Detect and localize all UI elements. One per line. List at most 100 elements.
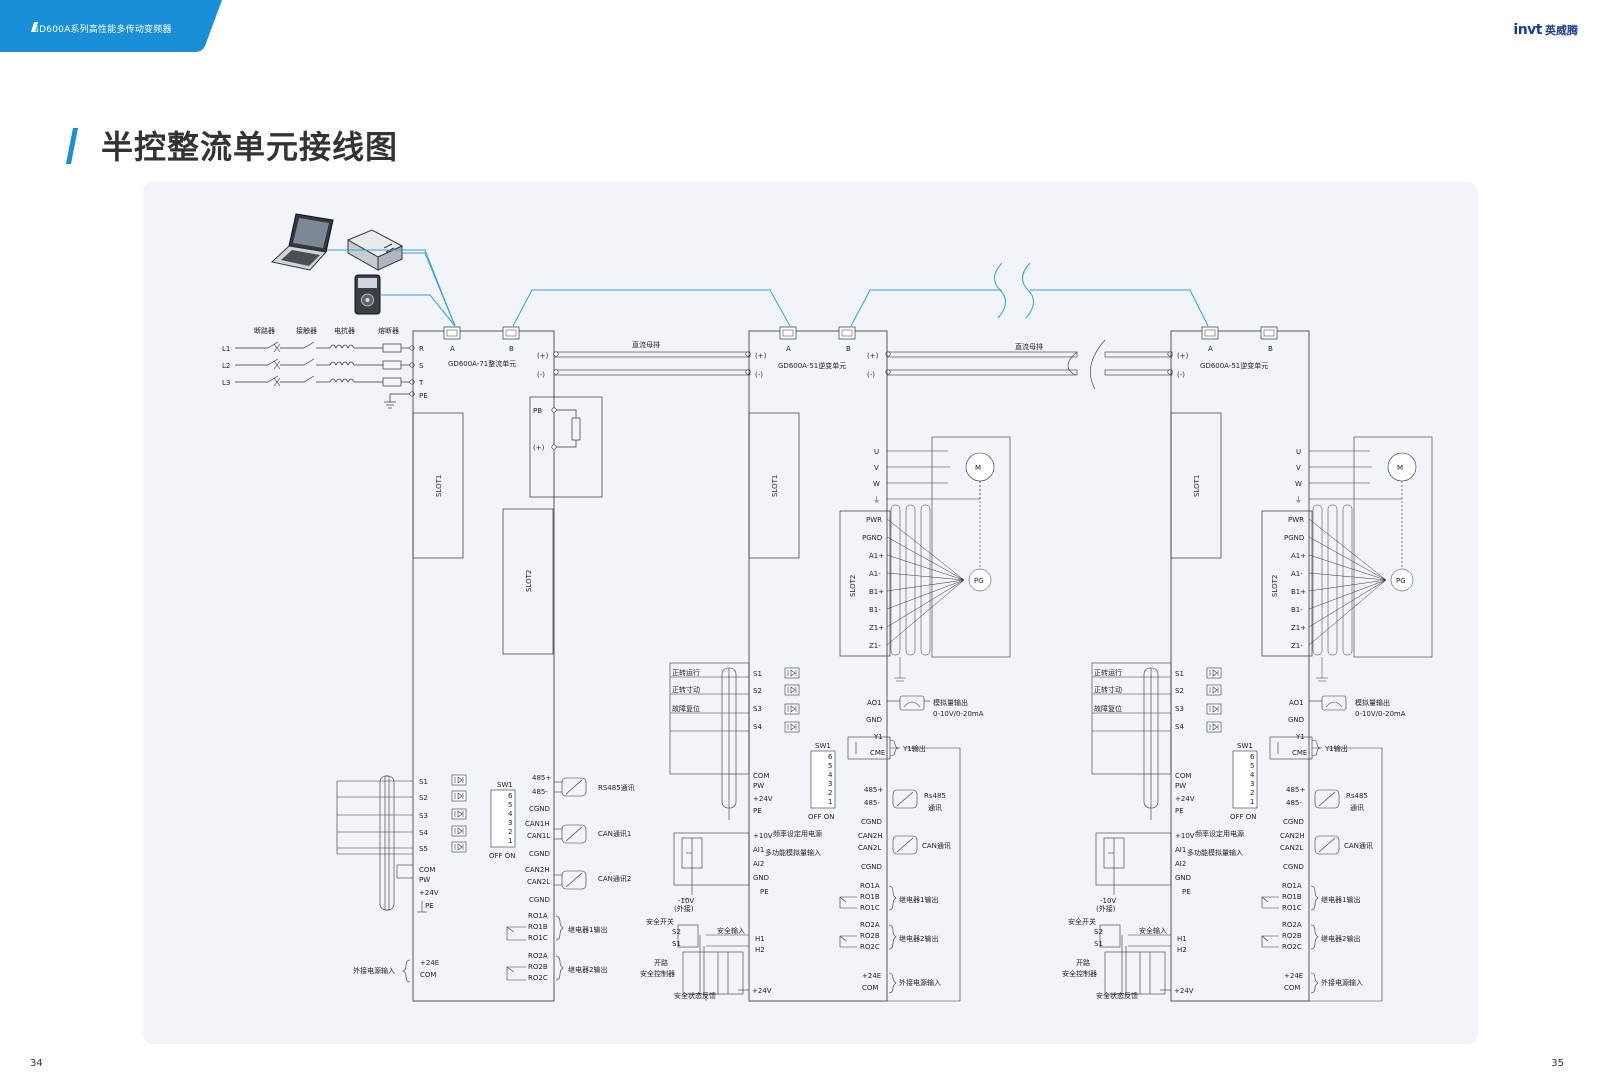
inv2-gnd: ⏚	[1295, 496, 1302, 504]
inv1-s3: S3	[753, 705, 762, 713]
inv1-y1-label: Y1输出	[902, 744, 926, 753]
inv1-ro2a: RO2A	[860, 921, 880, 929]
rect-ro1b: RO1B	[528, 923, 548, 931]
inv2-can2l: CAN2L	[1280, 844, 1303, 852]
inv2-h2: H2	[1177, 946, 1187, 954]
rect-relay2-label: 继电器2输出	[568, 965, 607, 974]
inv1-safety-feedback: 安全状态反馈	[674, 991, 716, 1000]
inv2-ro2b: RO2B	[1282, 932, 1302, 940]
inv2-24e: +24E	[1284, 972, 1303, 980]
inv1-sw-1: 1	[828, 798, 832, 806]
inv1-bus-minus-l: (-)	[755, 371, 763, 379]
rect-sw-title: SW1	[497, 781, 513, 789]
inv1-relay1-label: 继电器1输出	[899, 895, 938, 904]
inv2-cgnd2: CGND	[1283, 863, 1304, 871]
inv1-neg10: -10V	[678, 897, 694, 905]
inv1-can-label: CAN通讯	[922, 841, 951, 850]
inv2-a1n: A1-	[1291, 570, 1303, 578]
inv1-z1n: Z1-	[869, 642, 881, 650]
inv1-a1p: A1+	[869, 552, 884, 560]
term-pe: PE	[419, 392, 428, 400]
phase-l3: L3	[222, 379, 230, 387]
inv1-gnd: ⏚	[873, 496, 880, 504]
bus-label-1: 直流母排	[632, 340, 660, 349]
brand-logo: invt	[1513, 22, 1542, 38]
inv2-neg10-sub: (外接)	[1096, 904, 1116, 913]
inv1-rs485-label: Rs485	[924, 792, 946, 800]
rect-ro2a: RO2A	[528, 952, 548, 960]
rect-di-s3: S3	[419, 812, 428, 820]
inv2-z1n: Z1-	[1291, 642, 1303, 650]
inv1-safety-s2: S2	[672, 928, 681, 936]
inverter-unit-2: A B GD600A-51逆变单元 (+) (-) SLOT1 U V W ⏚ …	[1062, 326, 1433, 1002]
rect-di: S1 S2 S3 S4 S5 COM PW +24V PE	[336, 774, 467, 913]
inv2-port-a: A	[1208, 345, 1213, 353]
phase-l2: L2	[222, 362, 230, 370]
inv2-ai1: AI1	[1175, 846, 1186, 854]
inv2-pwr: PWR	[1288, 516, 1304, 524]
input-terminal-dots	[409, 345, 415, 397]
rect-rs485-label: RS485通讯	[598, 783, 635, 792]
inv2-relay2-label: 继电器2输出	[1321, 934, 1360, 943]
inv1-slot2: SLOT2	[849, 575, 857, 597]
inv1-safety-controller: 安全控制器	[640, 969, 675, 978]
inv1-sw-3: 3	[828, 780, 832, 788]
page-title: 半控整流单元接线图	[101, 128, 399, 166]
term-s: S	[419, 362, 424, 370]
inv2-rs485-label: Rs485	[1346, 792, 1368, 800]
inv1-s4: S4	[753, 723, 762, 731]
inv1-sw-2: 2	[828, 789, 832, 797]
inv2-s3: S3	[1175, 705, 1184, 713]
inv1-z1p: Z1+	[869, 624, 884, 632]
inv2-b1n: B1-	[1291, 606, 1303, 614]
header-tab-shape	[0, 0, 222, 52]
inv2-h1: H1	[1177, 935, 1187, 943]
rect-port-b: B	[509, 345, 514, 353]
inv1-bus-plus-r: (+)	[867, 352, 879, 360]
inv1-pwr: PWR	[866, 516, 882, 524]
inv1-pe: PE	[753, 807, 762, 815]
rect-sw-3: 3	[508, 819, 512, 827]
inv2-u: U	[1296, 448, 1301, 456]
inv1-can2l: CAN2L	[858, 844, 881, 852]
rect-port-a: A	[450, 345, 455, 353]
rect-can1h: CAN1H	[525, 820, 550, 828]
inv1-port-a: A	[786, 345, 791, 353]
inv1-cgnd1: CGND	[861, 818, 882, 826]
brand-name: 英威腾	[1545, 24, 1578, 37]
inv1-safety-24v: +24V	[752, 987, 772, 995]
inv2-y1: Y1	[1295, 733, 1305, 741]
rect-cgnd3: CGND	[529, 896, 550, 904]
inv1-a1n: A1-	[869, 570, 881, 578]
inv2-ai2: AI2	[1175, 860, 1186, 868]
inv2-port-b: B	[1268, 345, 1273, 353]
inv1-ai2: AI2	[753, 860, 764, 868]
rect-ro1a: RO1A	[528, 912, 548, 920]
rect-can2h: CAN2H	[525, 866, 550, 874]
inv1-pgnd: PGND	[862, 534, 882, 542]
inv2-safety-s1: S1	[1094, 940, 1103, 948]
inv1-ao-label: 模拟量输出	[933, 698, 968, 707]
phase-l1: L1	[222, 345, 230, 353]
inv2-can2h: CAN2H	[1280, 832, 1305, 840]
inv1-ao1: AO1	[867, 699, 882, 707]
inv2-safety-open: 开路	[1076, 958, 1090, 967]
rect-sw-state: OFF ON	[489, 852, 516, 860]
inv2-sw-3: 3	[1250, 780, 1254, 788]
rect-sw-1: 1	[508, 837, 512, 845]
inv2-safety-switch: 安全开关	[1068, 917, 1096, 926]
rect-di-24v: +24V	[419, 889, 439, 897]
inv1-pg: PG	[974, 577, 984, 585]
inv1-sw-title: SW1	[815, 742, 831, 750]
rect-cgnd2: CGND	[529, 850, 550, 858]
breaker-label: 断路器	[254, 326, 275, 335]
inv2-ext-power-label: 外接电源输入	[1321, 978, 1363, 987]
inv2-rs485-sub: 通讯	[1350, 803, 1364, 812]
inv2-485n: 485-	[1286, 799, 1302, 807]
inv2-safety-feedback: 安全状态反馈	[1096, 991, 1138, 1000]
inv2-sw-2: 2	[1250, 789, 1254, 797]
inv1-ext-power-label: 外接电源输入	[899, 978, 941, 987]
rect-24e: +24E	[420, 959, 439, 967]
inv1-in-reset: 故障复位	[672, 704, 700, 713]
